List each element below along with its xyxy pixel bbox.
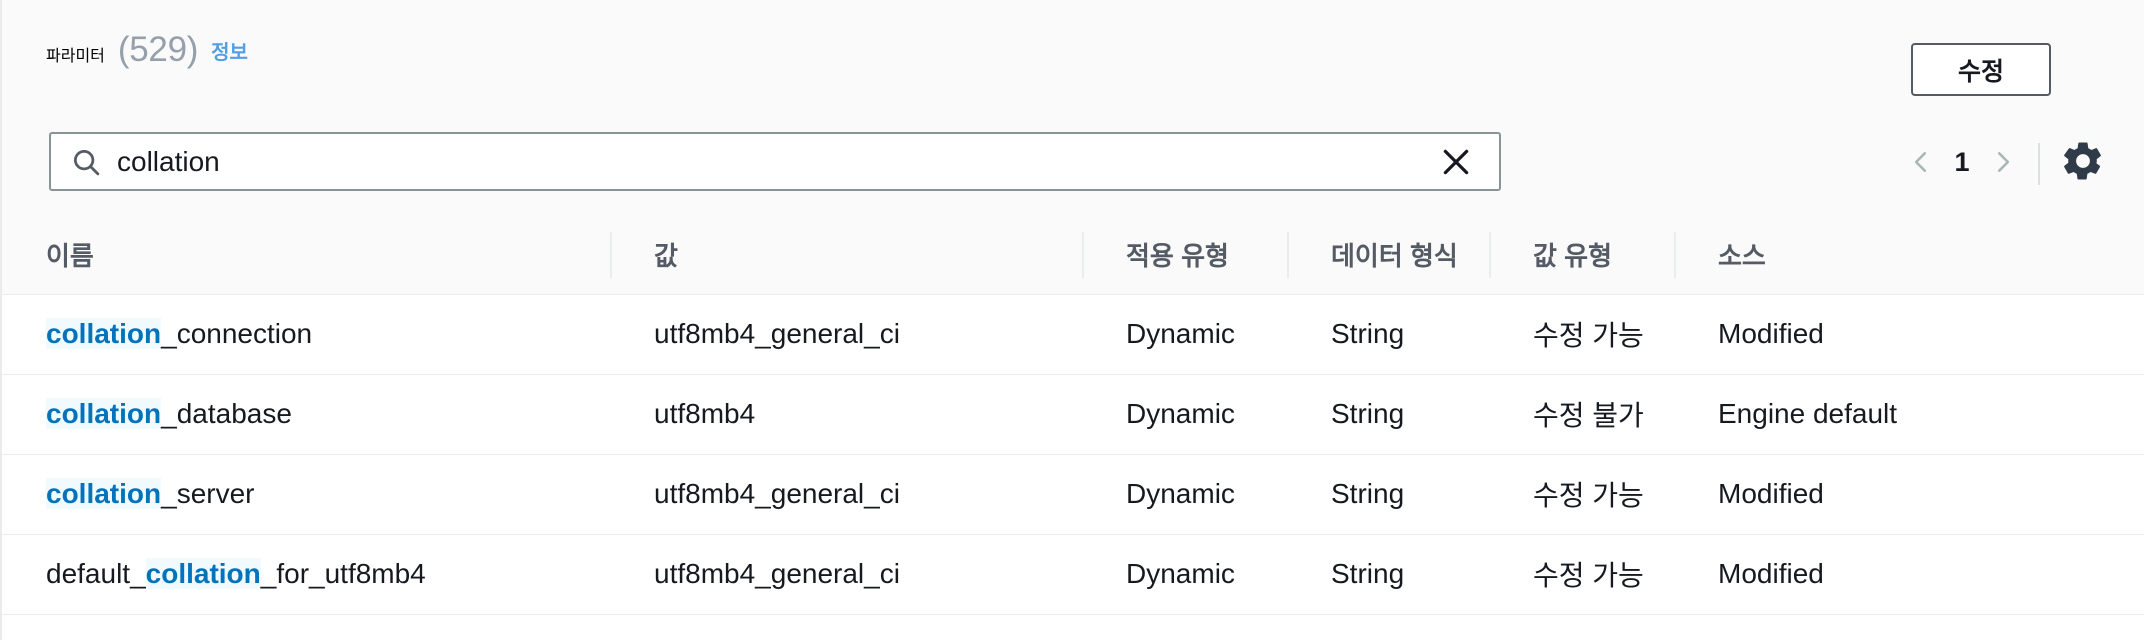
page-title: 파라미터 (529) 정보 [46,30,248,70]
cell-data-type: String [1331,478,1405,509]
name-search-match: collation [46,478,162,509]
pagination: 1 [1908,136,2016,188]
cell-data-type: String [1331,318,1405,349]
name-search-match: collation [46,318,162,349]
page-number[interactable]: 1 [1954,146,1970,177]
cell-parameter-name[interactable]: collation_connection [2,294,610,374]
cell-value-type: 수정 가능 [1533,320,1644,351]
cell-value-type: 수정 가능 [1533,480,1644,511]
cell-value-type: 수정 불가 [1533,400,1644,431]
chevron-left-icon[interactable] [1908,147,1934,177]
table-toolbar: 1 [2,118,2144,216]
name-suffix: _database [161,398,292,429]
edit-button[interactable]: 수정 [1911,43,2051,96]
info-link[interactable]: 정보 [211,42,248,64]
gear-icon[interactable] [2060,138,2106,184]
name-search-match: collation [46,398,162,429]
cell-source: Modified [1718,318,1824,349]
cell-value: utf8mb4_general_ci [654,558,900,589]
parameters-table: 이름 값 적용 유형 데이터 형식 값 유형 소스 collation_conn… [2,216,2144,615]
table-row[interactable]: collation_server utf8mb4_general_ci Dynami… [2,454,2144,534]
cell-source: Engine default [1718,398,1898,429]
cell-apply-type: Dynamic [1126,478,1235,509]
cell-parameter-name[interactable]: default_collation_for_utf8mb4 [2,534,610,614]
column-header-data-type[interactable]: 데이터 형식 [1287,216,1489,294]
column-header-apply-type[interactable]: 적용 유형 [1082,216,1287,294]
cell-value-type: 수정 가능 [1533,560,1644,591]
cell-parameter-name[interactable]: collation_database [2,374,610,454]
cell-data-type: String [1331,558,1405,589]
page-title-count: (529) [117,30,199,69]
search-icon [74,149,100,175]
name-suffix: _server [161,478,255,509]
cell-apply-type: Dynamic [1126,558,1235,589]
column-header-value[interactable]: 값 [610,216,1082,294]
column-header-value-type[interactable]: 값 유형 [1489,216,1674,294]
cell-source: Modified [1718,558,1824,589]
panel-header: 파라미터 (529) 정보 수정 [2,0,2144,132]
name-search-match: collation [145,558,261,589]
column-header-source[interactable]: 소스 [1674,216,2144,294]
chevron-right-icon[interactable] [1990,147,2016,177]
cell-data-type: String [1331,398,1405,429]
table-row[interactable]: collation_database utf8mb4 Dynamic String 수정… [2,374,2144,454]
page-title-text: 파라미터 [46,48,105,65]
table-header: 이름 값 적용 유형 데이터 형식 값 유형 소스 [2,216,2144,294]
name-suffix: _for_utf8mb4 [260,558,426,589]
cell-value: utf8mb4_general_ci [654,318,900,349]
column-header-name[interactable]: 이름 [46,241,94,272]
cell-value: utf8mb4 [654,398,756,429]
cell-apply-type: Dynamic [1126,318,1235,349]
close-icon[interactable] [1439,145,1473,179]
table-row[interactable]: default_collation_for_utf8mb4 utf8mb4_gen… [2,534,2144,614]
cell-value: utf8mb4_general_ci [654,478,900,509]
cell-parameter-name[interactable]: collation_server [2,454,610,534]
name-prefix: default_ [46,558,146,589]
toolbar-divider [2038,143,2040,185]
name-suffix: _connection [161,318,313,349]
search-input[interactable] [117,145,1439,178]
cell-apply-type: Dynamic [1126,398,1235,429]
search-field[interactable] [49,132,1501,191]
table-header-row: 이름 값 적용 유형 데이터 형식 값 유형 소스 [2,216,2144,294]
cell-source: Modified [1718,478,1824,509]
table-row[interactable]: collation_connection utf8mb4_general_ci Dy… [2,294,2144,374]
